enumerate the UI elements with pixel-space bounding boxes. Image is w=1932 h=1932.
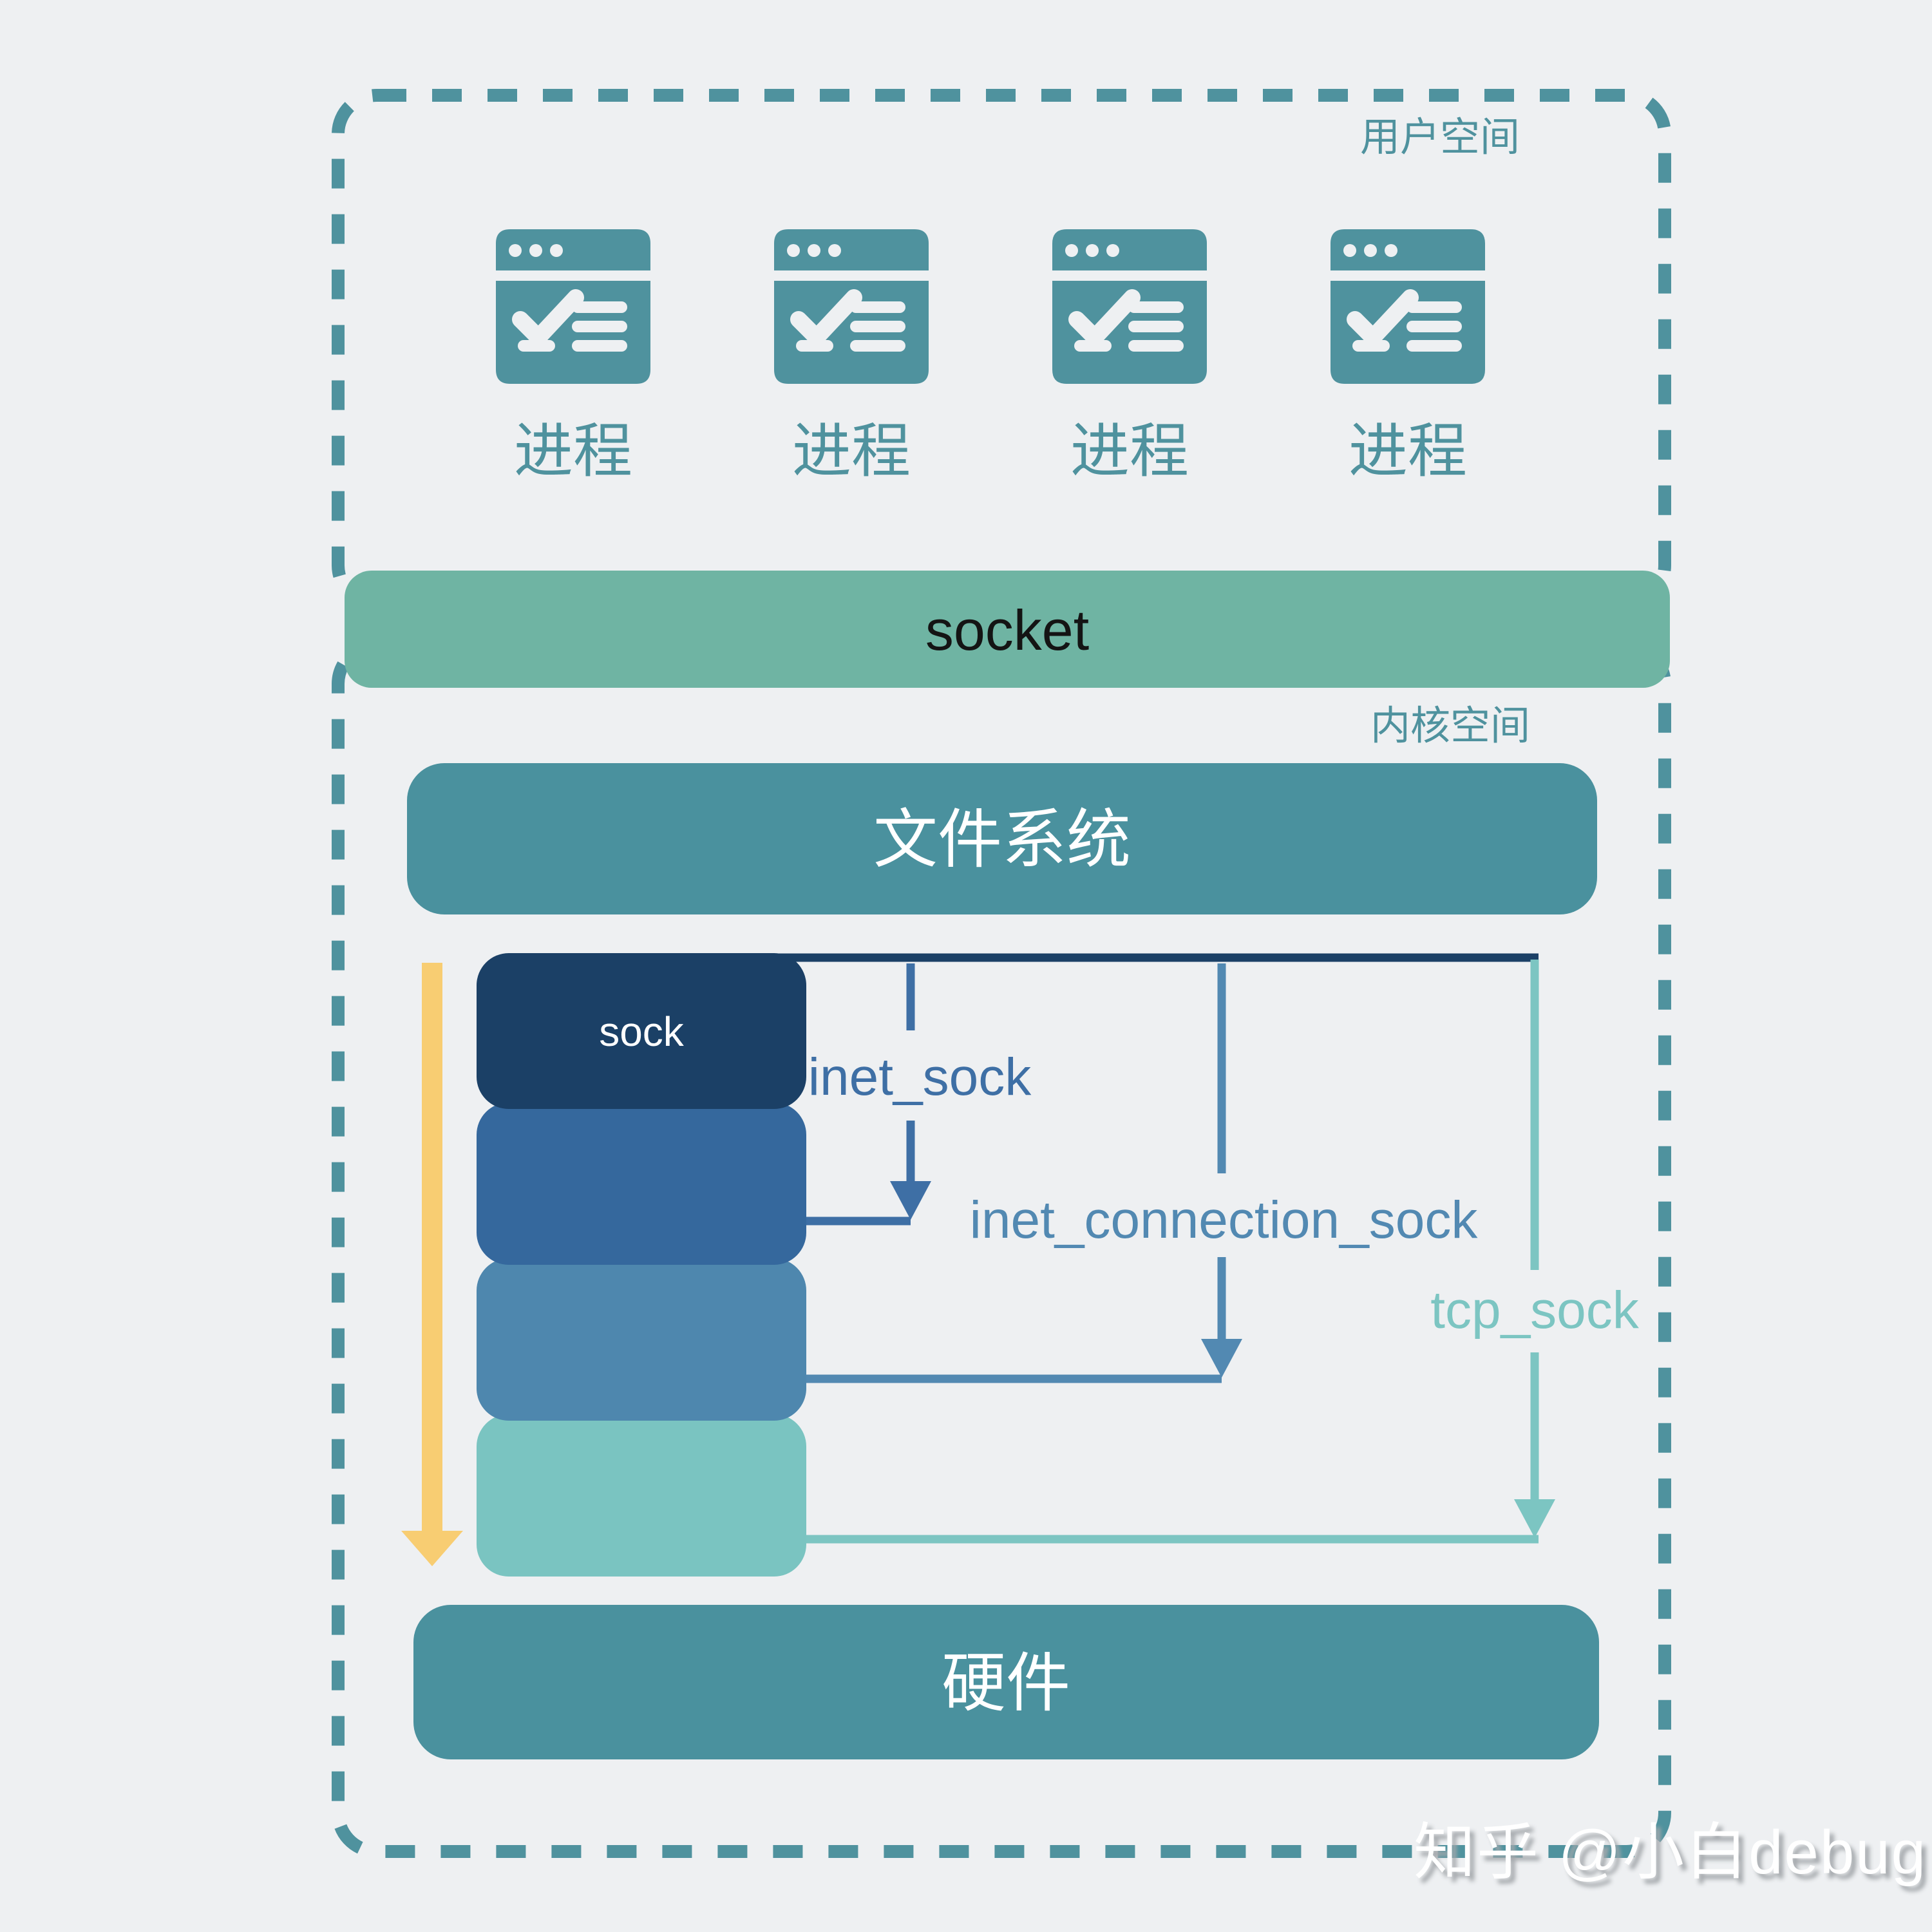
process-icon (1331, 229, 1485, 384)
process-icon (496, 229, 650, 384)
stack-layer-inet-connection-sock (477, 1258, 806, 1421)
tcp-sock-arrowhead-icon (1514, 1499, 1555, 1538)
socket-bar-label: socket (925, 598, 1089, 662)
hardware-bar-label: 硬件 (942, 1647, 1070, 1719)
user-space-title: 用户空间 (1360, 115, 1520, 160)
stack-layer-sock (477, 953, 806, 1109)
yellow-arrow-shaft (422, 963, 442, 1532)
process-label: 进程 (1070, 419, 1189, 484)
kernel-space-title: 内核空间 (1370, 704, 1530, 748)
socket-layer: socket (345, 571, 1670, 688)
sock-struct-stack: sock (477, 953, 806, 1577)
user-space-box (332, 89, 1671, 611)
socket-bar (345, 571, 1670, 688)
inet-sock-arrowhead-icon (890, 1181, 931, 1220)
filesystem-layer: 文件系统 (407, 763, 1597, 914)
yellow-arrowhead (401, 1531, 463, 1566)
sock-connectors (708, 953, 1555, 1544)
stack-layer-inet-sock (477, 1103, 806, 1265)
tcp-sock-label: tcp_sock (1430, 1281, 1640, 1340)
watermark: 知乎 @小白debug (1414, 1818, 1927, 1887)
yellow-down-arrow-icon (401, 963, 463, 1566)
process-label: 进程 (792, 419, 911, 484)
stack-layer-tcp-sock (477, 1414, 806, 1577)
hardware-bar (413, 1605, 1599, 1759)
inet-connection-sock-label: inet_connection_sock (970, 1191, 1479, 1249)
process-group: 进程 进程 进程 进程 (496, 229, 1485, 484)
inet-sock-label: inet_sock (808, 1048, 1032, 1106)
sock-label: sock (599, 1009, 685, 1055)
process-icon (774, 229, 929, 384)
process-label: 进程 (514, 419, 632, 484)
filesystem-bar-label: 文件系统 (873, 804, 1131, 876)
hardware-layer: 硬件 (413, 1605, 1599, 1759)
process-label: 进程 (1349, 419, 1467, 484)
process-icon (1052, 229, 1207, 384)
filesystem-bar (407, 763, 1597, 914)
inet-connection-sock-arrowhead-icon (1201, 1339, 1242, 1378)
